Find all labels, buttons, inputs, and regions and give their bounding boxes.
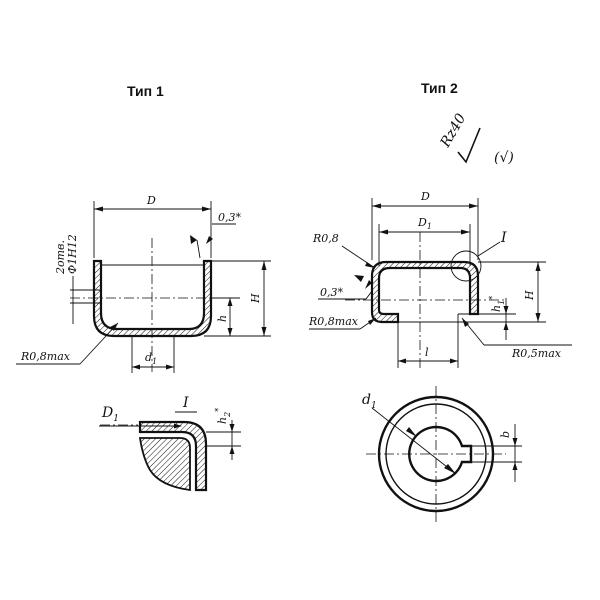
detail-I-label: I [182,395,189,411]
detail-D1-label: D1 [101,405,119,424]
type2-dim-H-label: H [523,290,536,301]
type2-dim-l-label: l [425,346,429,359]
top-view-b-label: b [499,431,512,438]
top-view-d1-arrow-top [406,427,417,437]
type2-dim-D1-arrow-right [461,229,470,235]
detail-inner-body [138,437,191,492]
type2-dim-D-arrow-right [469,203,478,209]
type2-03-arrow-left [354,275,364,282]
type2-03-label: 0,3* [320,286,343,299]
top-view-d1-arrow-bottom [444,464,456,474]
type2-r08max-label: R0,8max [308,315,359,328]
detail-h2-arrow-top [229,424,235,432]
type2-dim-h1-arrow-top [503,306,509,314]
type2-dim-H-arrow-top [535,262,541,271]
type2-dim-D1-label: D1 [417,216,432,231]
type2-r05max-label: R0,5max [511,347,562,360]
type1-radius-arrow [110,323,118,331]
top-view-b-arrow-top [512,438,518,446]
type2-detail-I-label: I [500,230,507,246]
type1-radius-leader [79,322,119,365]
type2-cup-section [370,260,480,324]
detail-outer-wall [138,420,208,492]
type2-03-leader [365,290,373,300]
type1-dim-h-label: h [216,315,229,322]
type1-title: Тип 1 [127,83,164,99]
detail-h2-arrow-bottom [229,446,235,454]
roughness-value: Rz40 [437,111,469,151]
type1-dim-03-arrow-right [206,236,213,244]
type1-dim-H-arrow-top [261,261,267,270]
type1-holes-count: 2отв. [54,240,67,275]
type2-r08-label: R0,8 [312,232,339,245]
type2-top-view: d1 b [362,386,522,522]
type2-dim-D-arrow-left [372,203,381,209]
type1-radius-label: R0,8max [20,350,71,363]
type2-detail-circle [450,250,482,282]
type1-dim-03-label: 0,3* [218,211,241,224]
type1-dim-03-tick [196,239,201,259]
type2-r05max-arrow [462,318,469,327]
type1-detail-view: D1 I h2* [99,395,241,492]
type2-title: Тип 2 [421,80,458,96]
type2-dim-l-arrow-right [450,358,458,364]
detail-D1-arrow [174,423,182,429]
detail-h2-label: h2* [214,408,232,424]
type1-dim-H-arrow-bottom [261,327,267,336]
type2-detail-leader [477,241,501,257]
type1-cup-section [92,259,213,338]
top-view-b-arrow-bottom [512,462,518,470]
top-view-keyed-hole [408,425,473,483]
type1-dim-H-label: H [249,293,262,304]
type2-dim-D-label: D [420,190,430,203]
type2-dim-H-arrow-bottom [535,313,541,322]
type1-dim-d1-arrow-right [166,364,174,370]
type1-dim-d1-label: d1 [145,351,157,366]
type1-dim-h-arrow-bottom [227,328,233,336]
type2-dim-h1-label: h1* [488,296,506,312]
type1-dim-D-arrow-left [94,206,103,212]
type1-dim-D-label: D [146,194,156,207]
type2-r08-arrow [365,262,375,268]
roughness-check-icon [457,127,481,164]
type1-view: Тип 1 D 0,3* 2отв. Ф1Н12 H [16,83,271,373]
type1-dim-d1-arrow-left [132,364,140,370]
type2-03-arrow-right [365,280,372,289]
type2-dim-h1-arrow-bottom [503,322,509,330]
type2-dim-D1-arrow-left [379,229,388,235]
type1-dim-D-arrow-right [202,206,211,212]
type2-dim-l-arrow-left [398,358,406,364]
type1-holes-size: Ф1Н12 [66,234,79,274]
top-view-d1-label: d1 [362,392,377,411]
type1-dim-h-arrow-top [227,298,233,306]
top-view-d1-line [371,407,457,475]
roughness-paren-symbol: (√) [494,150,514,166]
type2-view: Тип 2 Rz40 (√) D D1 I R0,8 [308,80,572,368]
type2-r08max-arrow [368,318,376,325]
type1-dim-03-arrow-left [190,235,197,244]
